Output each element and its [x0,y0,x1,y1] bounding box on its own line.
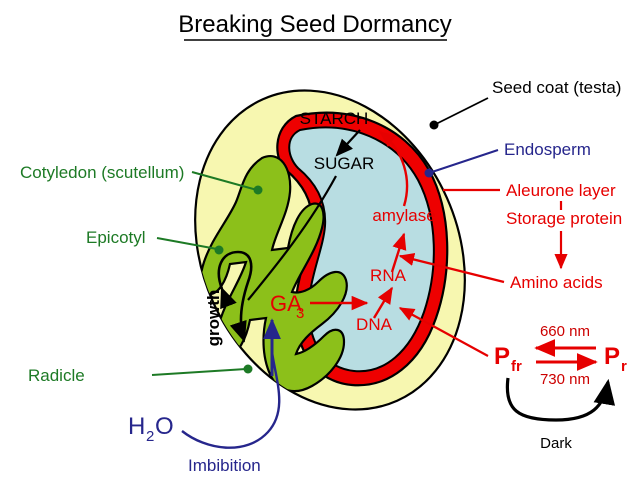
left-label-group: Cotyledon (scutellum) Epicotyl Radicle [20,163,263,385]
radicle-leader-dot [243,364,253,374]
endosperm-leader-dot [424,168,434,178]
right-label-group: Seed coat (testa) Endosperm Aleurone lay… [398,78,622,292]
h2o-main: H [128,413,145,440]
starch-label: STARCH [300,109,369,128]
pfr-to-seed-arrow [398,307,489,357]
dna-label: DNA [356,315,393,334]
epicotyl-leader-line [156,237,218,250]
imbibition-label: Imbibition [188,456,261,475]
pr-main: P [604,343,620,370]
wavelength-660-label: 660 nm [540,323,590,340]
radicle-leader-line [151,368,247,376]
amylase-label: amylase [372,206,435,225]
epicotyl-label-text: Epicotyl [86,228,146,247]
phytochrome-group: P fr P r 660 nm 730 nm Dark [398,307,627,452]
pr-label[interactable]: P r [604,343,627,375]
cotyledon-label-text: Cotyledon (scutellum) [20,163,184,182]
aleurone-layer-label-text: Aleurone layer [506,181,616,200]
label-amino-acids[interactable]: Amino acids [398,231,603,292]
seed-coat-label-text: Seed coat (testa) [492,78,621,97]
imbibition-curve [181,351,281,449]
sugar-label: SUGAR [314,154,374,173]
pfr-subscript: fr [511,358,522,375]
amino-acids-to-rna-arrow [398,253,505,284]
starch-to-sugar-arrow [335,129,361,157]
storage-protein-label-text: Storage protein [506,209,622,228]
interior-annotations: STARCH SUGAR amylase RNA DNA GA 3 growth [204,109,436,346]
endosperm-leader-line [431,149,499,173]
epicotyl-leader-dot [214,245,224,255]
label-storage-protein[interactable]: Storage protein [506,201,622,228]
growth-arrow [217,250,253,343]
ga3-label: GA 3 [270,291,304,322]
page-title-text: Breaking Seed Dormancy [178,11,451,38]
label-cotyledon[interactable]: Cotyledon (scutellum) [20,163,263,195]
dark-conversion-arrow [505,377,616,422]
page-title: Breaking Seed Dormancy [178,11,452,41]
radicle-label-text: Radicle [28,366,85,385]
wavelength-730-label: 730 nm [540,371,590,388]
h2o-subscript: 2 [146,428,154,445]
dark-label: Dark [540,435,572,452]
pfr-main: P [494,343,510,370]
pfr-label[interactable]: P fr [494,343,522,375]
h2o-tail: O [155,413,174,440]
label-aleurone-layer[interactable]: Aleurone layer [443,181,616,200]
amylase-arrow [378,131,409,207]
cotyledon-leader-line [191,171,258,191]
rna-label: RNA [370,266,407,285]
label-endosperm[interactable]: Endosperm [424,140,591,178]
cotyledon-leader-dot [253,185,263,195]
h2o-label: H 2 O [128,413,174,445]
label-radicle[interactable]: Radicle [28,364,253,386]
seed-coat-leader-dot [429,120,439,130]
pr-subscript: r [621,358,627,375]
label-seed-coat[interactable]: Seed coat (testa) [429,78,622,130]
imbibition-group: H 2 O Imbibition [128,318,281,475]
growth-label: growth [204,290,223,347]
seed-coat-leader-line [435,97,489,125]
ga3-main: GA [270,291,302,316]
dna-to-rna-arrow [372,286,394,319]
sugar-transport-line [247,175,337,301]
endosperm-label-text: Endosperm [504,140,591,159]
rna-to-amylase-arrow [390,232,407,273]
amino-acids-label-text: Amino acids [510,273,603,292]
label-epicotyl[interactable]: Epicotyl [86,228,224,255]
ga3-subscript: 3 [296,305,304,322]
